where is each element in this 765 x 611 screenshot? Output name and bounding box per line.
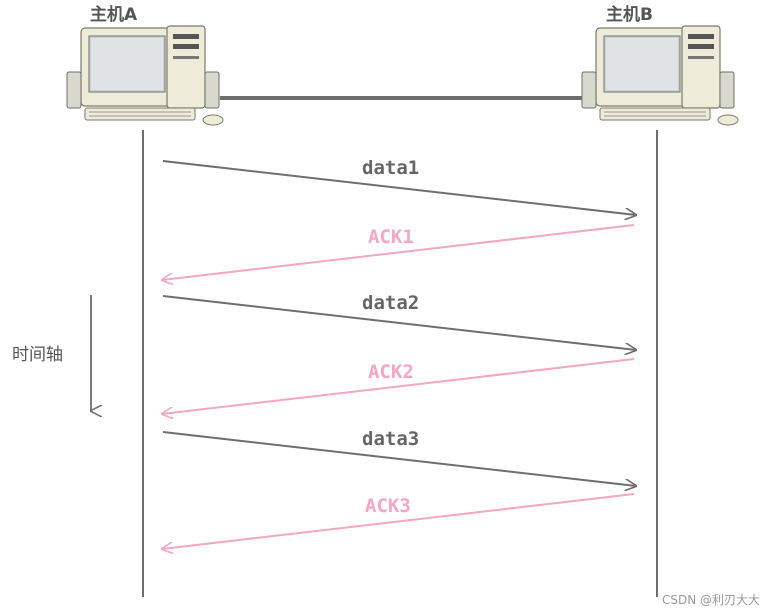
arrow-data1 [162,160,636,215]
label-data3: data3 [362,428,419,450]
label-data1: data1 [362,157,419,179]
label-ack3: ACK3 [365,495,411,517]
message-ack2: ACK2 [162,358,635,414]
watermark: CSDN @利刃大大 [662,593,760,607]
time-axis-label: 时间轴 [12,345,63,365]
computer-b-icon [581,25,739,126]
host-a-label: 主机A [90,4,138,25]
message-data1: data1 [162,157,636,215]
arrow-ack1 [162,224,635,280]
arrow-ack3 [162,493,635,549]
host-b-label: 主机B [606,4,653,25]
message-data3: data3 [162,428,636,486]
message-ack3: ACK3 [162,493,635,549]
label-ack2: ACK2 [368,361,414,383]
message-data2: data2 [162,292,636,350]
arrow-data2 [162,295,636,350]
arrow-data3 [162,431,636,486]
message-ack1: ACK1 [162,224,635,280]
arrow-ack2 [162,358,635,414]
label-data2: data2 [362,292,419,314]
computer-a-icon [66,25,224,126]
label-ack1: ACK1 [368,226,414,248]
